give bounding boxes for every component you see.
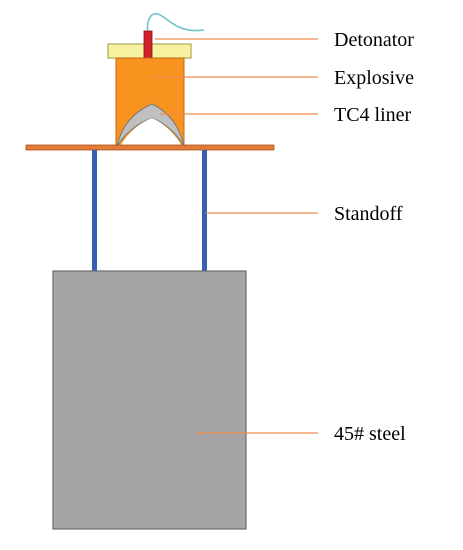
label-standoff: Standoff [334, 203, 403, 225]
detonator [143, 30, 153, 59]
standoff-rod-right [202, 150, 207, 272]
standoff-rod-left [92, 150, 97, 272]
detonator-wire [146, 12, 205, 35]
label-tc4-liner: TC4 liner [334, 104, 412, 126]
steel-target-block [52, 270, 247, 530]
top-plate [25, 144, 275, 151]
liner-cavity [120, 118, 182, 146]
label-45-steel: 45# steel [334, 423, 406, 445]
label-explosive: Explosive [334, 67, 414, 89]
label-detonator: Detonator [334, 29, 414, 51]
